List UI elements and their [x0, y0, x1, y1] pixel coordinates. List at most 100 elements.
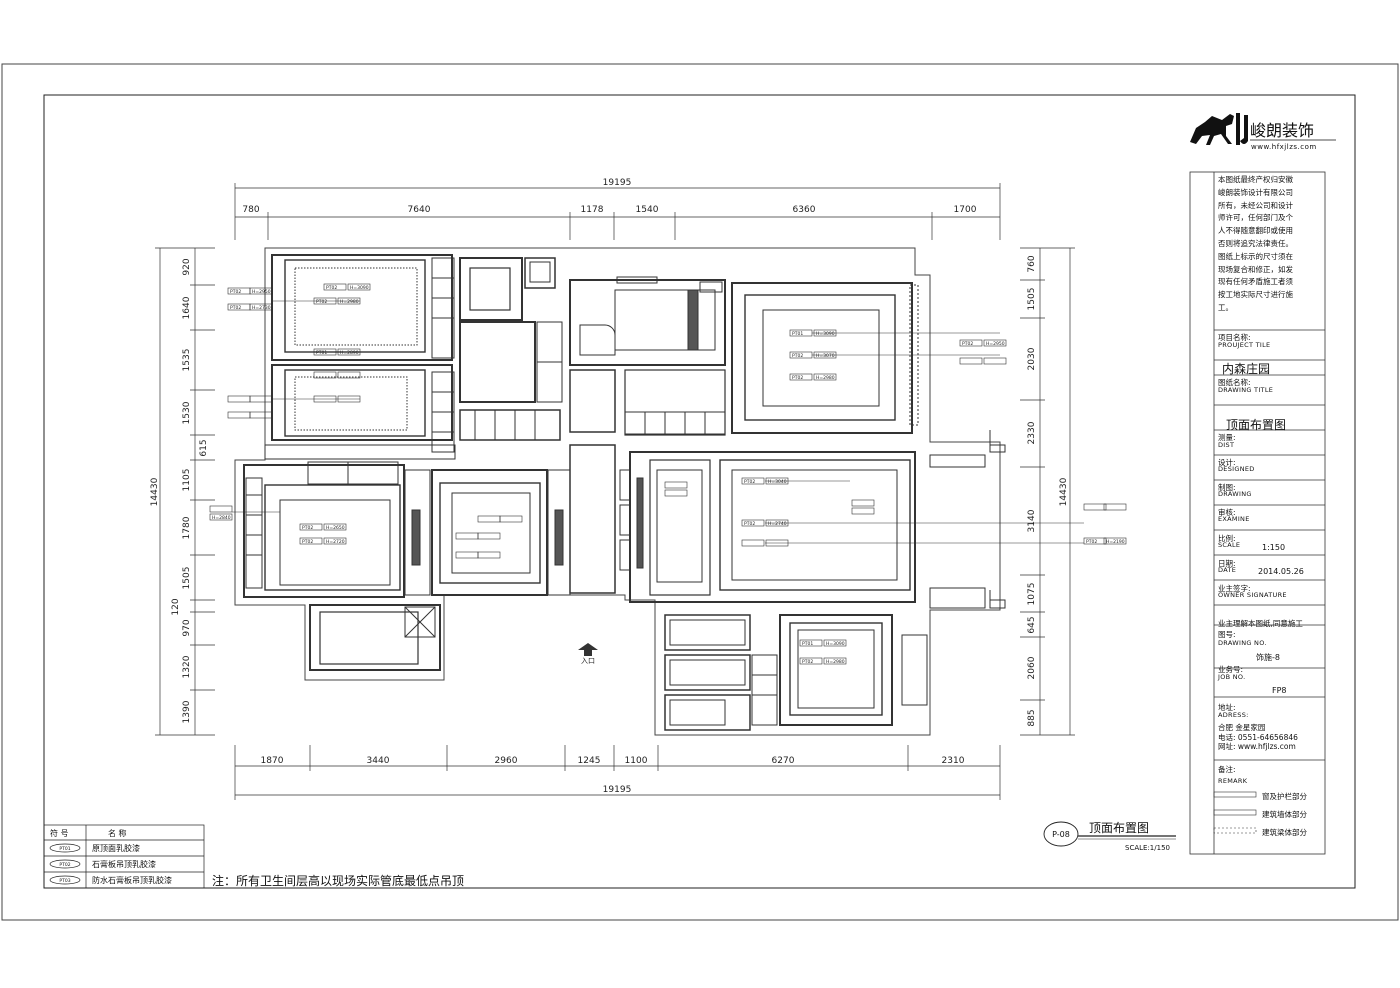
date-value: 2014.05.26: [1258, 567, 1304, 576]
dim-left: 1640: [182, 296, 192, 319]
title-block-frame: [1189, 171, 1326, 855]
height-label: H=2720: [326, 539, 345, 545]
height-label: H=2650: [326, 525, 345, 531]
legend-name: 防水石膏板吊顶乳胶漆: [92, 875, 172, 885]
dim-left: 920: [182, 258, 192, 275]
dim-right: 1075: [1027, 583, 1037, 606]
dim-left: 615: [199, 439, 209, 456]
drawing-no-cn: 图号:: [1218, 630, 1236, 639]
dim-right: 645: [1027, 616, 1037, 633]
address-cn: 地址:: [1218, 703, 1236, 712]
dim-right: 3140: [1027, 509, 1037, 532]
drawing-code: P-08: [1052, 830, 1070, 839]
legend-header-symbol: 符 号: [50, 828, 69, 838]
inner-frame: [43, 94, 1356, 889]
owner-cn: 业主签字:: [1218, 584, 1251, 593]
dim-right: 2330: [1027, 421, 1037, 444]
dim-left: 1505: [182, 567, 192, 590]
dimension-texts: 19195 780 7640 1178 1540 6360 1700 1870 …: [150, 178, 1069, 795]
drawing-value: 顶面布置图: [1226, 418, 1287, 432]
dim-bottom: 3440: [367, 756, 390, 766]
floor-plan: [234, 247, 1006, 736]
project-value: 内森庄园: [1222, 362, 1271, 376]
ceiling-tag: PT02: [230, 305, 241, 311]
height-label: H=3070: [816, 353, 835, 359]
height-label: H=2980: [816, 375, 835, 381]
copyright-line: 现场复合和修正，如发: [1218, 264, 1293, 274]
ceiling-tag: PT02: [744, 521, 755, 527]
dim-left: 1530: [182, 401, 192, 424]
owner-en: OWNER SIGNATURE: [1218, 591, 1287, 599]
dim-bottom: 1100: [625, 756, 648, 766]
height-label: H=3090: [816, 331, 835, 337]
ceiling-tag: PT02: [1086, 539, 1097, 545]
dim-top: 1540: [636, 205, 659, 215]
dim-top: 1178: [581, 205, 604, 215]
project-label-cn: 项目名称:: [1218, 333, 1251, 342]
ceiling-tags: [209, 283, 1127, 665]
bottom-ticks: [234, 745, 1001, 800]
height-label: H=2730: [252, 305, 271, 311]
left-ticks: [155, 247, 215, 736]
ceiling-tag: PT01: [802, 641, 813, 647]
ceiling-tag: PT02: [326, 285, 337, 291]
dim-left: 1105: [182, 469, 192, 492]
height-label: H=2890: [340, 350, 359, 356]
ceiling-tag: PT02: [316, 299, 327, 305]
dim-top-total: 19195: [603, 178, 632, 188]
height-label: H=2980: [826, 659, 845, 665]
dim-left: 1390: [182, 700, 192, 723]
entrance-label: 入口: [581, 657, 595, 665]
drawing-label-cn: 图纸名称:: [1218, 378, 1251, 387]
ceiling-tag: PT02: [792, 353, 803, 359]
scale-en: SCALE: [1218, 541, 1241, 549]
design-cn: 设计:: [1218, 458, 1236, 467]
dim-left-total: 14430: [150, 477, 160, 506]
job-cn: 业务号:: [1218, 665, 1244, 674]
legend-window: 窗及护栏部分: [1262, 792, 1307, 801]
copyright-line: 按工地实际尺寸进行施: [1218, 290, 1293, 300]
legend-code: PT02: [59, 862, 70, 868]
copyright-line: 本图纸最终产权归安徽: [1218, 175, 1293, 184]
copyright-line: 现有任何矛盾施工者须: [1218, 277, 1293, 287]
copyright-line: 峻朗装饰设计有限公司: [1218, 187, 1293, 197]
job-en: JOB NO.: [1218, 673, 1246, 681]
ceiling-tag: PT01: [316, 350, 327, 356]
dim-bottom: 2310: [942, 756, 965, 766]
draw-en: DRAWING: [1218, 490, 1252, 498]
dim-left: 1320: [182, 655, 192, 678]
logo-horse-icon: [1190, 113, 1248, 145]
remark-cn: 备注:: [1218, 765, 1236, 774]
legend-wall: 建筑墙体部分: [1262, 810, 1307, 819]
legend-name: 原顶面乳胶漆: [92, 843, 140, 853]
dim-bottom: 1245: [578, 756, 601, 766]
dim-top: 780: [242, 205, 259, 215]
dim-right: 2030: [1027, 347, 1037, 370]
drawing-scale: SCALE:1/150: [1125, 844, 1170, 852]
ceiling-tag: PT01: [792, 331, 803, 337]
drawing-no-value: 饰施-8: [1256, 653, 1280, 662]
owner-note: 业主理解本图纸,同意施工: [1218, 619, 1303, 628]
height-label: H=2950: [986, 341, 1005, 347]
survey-en: DIST: [1218, 441, 1235, 449]
dim-left: 1780: [182, 516, 192, 539]
dim-top: 1700: [954, 205, 977, 215]
drawing-no-en: DRAWING NO.: [1218, 639, 1267, 647]
copyright-line: 人不得随意翻印或使用: [1218, 226, 1293, 236]
design-en: DESIGNED: [1218, 465, 1255, 473]
ceiling-tag: PT02: [302, 525, 313, 531]
legend-code: PT01: [59, 846, 70, 852]
dimension-lines: [155, 183, 1075, 800]
dim-right: 885: [1027, 709, 1037, 726]
dim-right: 760: [1027, 255, 1037, 272]
ceiling-tag: PT02: [802, 659, 813, 665]
logo-website: www.hfxjlzs.com: [1251, 143, 1317, 151]
web: 网址: www.hfjlzs.com: [1218, 742, 1296, 751]
dim-top: 6360: [793, 205, 816, 215]
dim-bottom: 1870: [261, 756, 284, 766]
outer-frame: [1, 63, 1399, 921]
dim-left: 120: [171, 598, 181, 615]
height-label: H=3090: [826, 641, 845, 647]
